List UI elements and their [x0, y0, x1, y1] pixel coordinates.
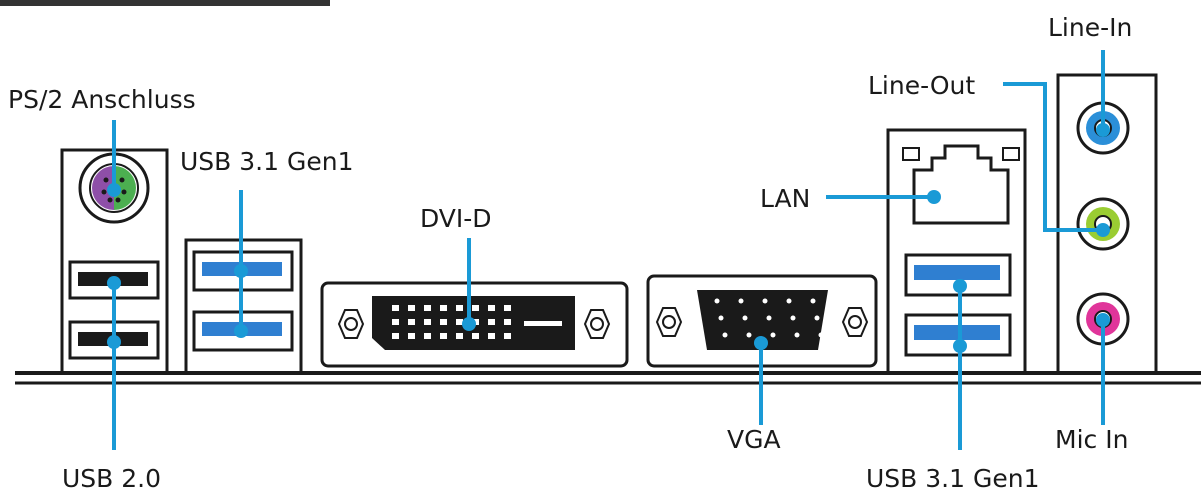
dvi-pin — [408, 319, 415, 325]
lan-label: LAN — [760, 184, 810, 213]
dvi-screw-left — [337, 309, 365, 339]
dvi-pin — [408, 305, 415, 311]
dvi-pins — [392, 305, 511, 339]
audio-stack — [1056, 73, 1158, 375]
lan-usb31-right-stack — [886, 128, 1027, 375]
vga-pin — [786, 298, 792, 304]
dvi-pin — [488, 319, 495, 325]
vga-pin — [794, 332, 800, 338]
vga-port — [646, 274, 878, 368]
dvi-pin — [456, 319, 463, 325]
vga-pin — [814, 315, 820, 321]
dvi-pin — [392, 305, 399, 311]
vga-pin — [770, 332, 776, 338]
mic-in-label: Mic In — [1055, 425, 1128, 454]
vga-pin — [810, 298, 816, 304]
dvi-pin — [488, 305, 495, 311]
vga-pin — [738, 298, 744, 304]
dvi-pin — [424, 319, 431, 325]
vga-pin — [714, 298, 720, 304]
vga-label: VGA — [727, 425, 781, 454]
vga-pins — [714, 298, 824, 338]
dvi-pin — [440, 305, 447, 311]
line-out-jack — [1076, 197, 1130, 251]
vga-pin — [722, 332, 728, 338]
vga-pin — [818, 332, 824, 338]
vga-pin — [742, 315, 748, 321]
dvi-pin — [440, 333, 447, 339]
dvi-pin — [456, 333, 463, 339]
dvi-screw-right — [583, 309, 611, 339]
usb31-right-label: USB 3.1 Gen1 — [866, 464, 1039, 493]
usb31-left-stack — [184, 238, 303, 375]
dvi-pin — [488, 333, 495, 339]
line-out-label: Line-Out — [868, 71, 975, 100]
dvi-pin — [408, 333, 415, 339]
dvi-pin — [456, 305, 463, 311]
dvi-pin — [472, 333, 479, 339]
dvi-pin — [504, 319, 511, 325]
vga-screw-right — [841, 307, 869, 337]
dvi-pin — [440, 319, 447, 325]
vga-pin — [790, 315, 796, 321]
dvi-pin — [424, 305, 431, 311]
dvi-pin — [472, 305, 479, 311]
vga-pin — [718, 315, 724, 321]
dvi-pin — [504, 305, 511, 311]
dvi-label: DVI-D — [420, 204, 492, 233]
usb31-right-port-top — [904, 253, 1012, 297]
leader-endpoints — [107, 123, 1110, 353]
dvi-pin — [424, 333, 431, 339]
leader-lines — [112, 50, 1105, 450]
usb31-left-label: USB 3.1 Gen1 — [180, 147, 353, 176]
usb20-label: USB 2.0 — [62, 464, 161, 493]
line-in-label: Line-In — [1048, 13, 1132, 42]
vga-pin — [766, 315, 772, 321]
dvi-pin — [392, 333, 399, 339]
vga-pin — [762, 298, 768, 304]
vga-screw-left — [655, 307, 683, 337]
lan-port — [902, 144, 1020, 225]
vga-pin — [746, 332, 752, 338]
dvi-pin — [504, 333, 511, 339]
dvi-pin — [392, 319, 399, 325]
ps2-label: PS/2 Anschluss — [8, 85, 196, 114]
line-out-leader — [1003, 82, 1103, 232]
top-crop-strip — [0, 0, 330, 6]
